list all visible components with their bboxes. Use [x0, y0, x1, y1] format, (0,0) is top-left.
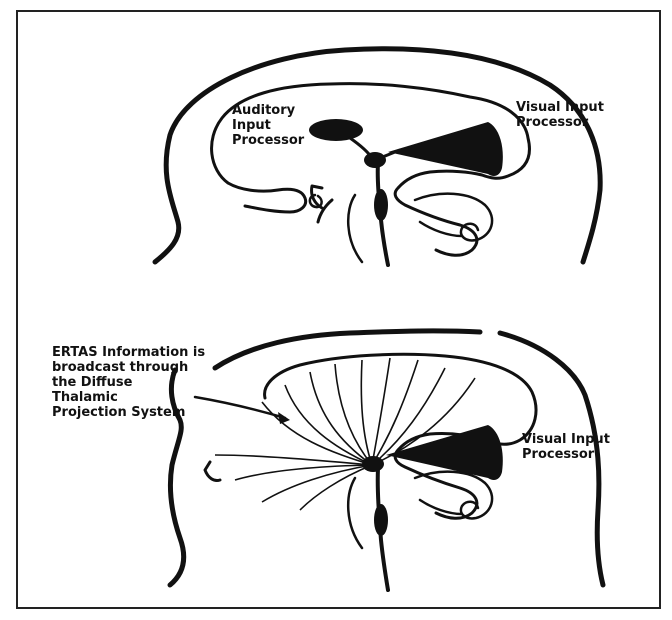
top-visual-label-line: Processor — [516, 115, 604, 130]
bottom-ertas-label: ERTAS Information is broadcast through t… — [52, 345, 205, 420]
top-auditory-label-line: Auditory — [232, 103, 304, 118]
top-visual-pathway — [380, 150, 400, 158]
bottom-cerebellum — [415, 472, 492, 519]
bottom-ertas-label-line: Projection System — [52, 405, 205, 420]
bottom-thalamus — [362, 456, 384, 472]
top-visual-label: Visual Input Processor — [516, 100, 604, 130]
bottom-visual-label-line: Processor — [522, 447, 610, 462]
top-auditory-label: Auditory Input Processor — [232, 103, 304, 148]
bottom-ertas-label-line: ERTAS Information is — [52, 345, 205, 360]
top-visual-label-line: Visual Input — [516, 100, 604, 115]
top-cerebellum — [415, 194, 492, 241]
bottom-medulla-curve — [348, 478, 362, 548]
top-visual-processor — [388, 122, 503, 176]
bottom-ertas-label-line: the Diffuse — [52, 375, 205, 390]
top-auditory-processor — [309, 119, 363, 141]
top-auditory-pathway — [350, 138, 372, 158]
top-brainstem-node — [374, 189, 388, 221]
top-medulla-curve — [348, 195, 362, 262]
bottom-ertas-label-line: Thalamic — [52, 390, 205, 405]
bottom-visual-label: Visual Input Processor — [522, 432, 610, 462]
top-head-diagram — [155, 49, 600, 265]
bottom-visual-label-line: Visual Input — [522, 432, 610, 447]
bottom-ertas-label-line: broadcast through — [52, 360, 205, 375]
top-auditory-label-line: Processor — [232, 133, 304, 148]
bottom-ertas-arrow — [195, 397, 285, 418]
top-auditory-label-line: Input — [232, 118, 304, 133]
bottom-brainstem-node — [374, 504, 388, 536]
bottom-ertas-arrowhead — [278, 412, 290, 424]
